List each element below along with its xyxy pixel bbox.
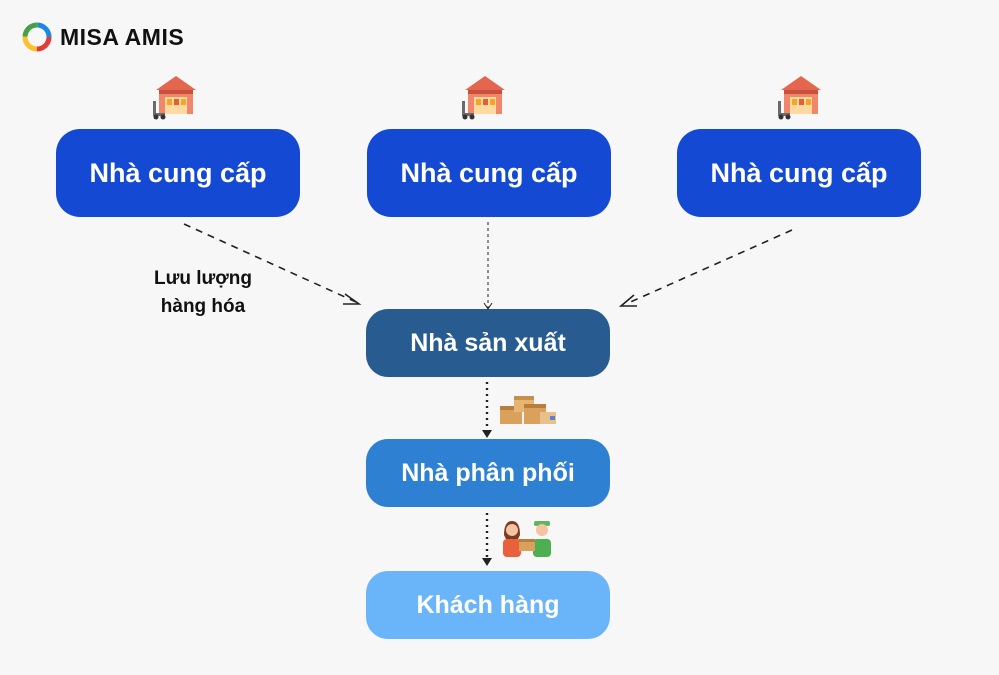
- manufacturer-node: Nhà sản xuất: [366, 309, 610, 377]
- warehouse-icon: [778, 76, 821, 120]
- warehouse-icon: [462, 76, 505, 120]
- arrow-right-supplier: [625, 229, 793, 305]
- supplier-node-2: Nhà cung cấp: [367, 129, 611, 217]
- goods-flow-label: Lưu lượng hàng hóa: [138, 265, 268, 321]
- misa-logo-icon: [22, 22, 52, 52]
- brand-logo: MISA AMIS: [22, 20, 184, 54]
- customer-node: Khách hàng: [366, 571, 610, 639]
- goods-flow-label-line2: hàng hóa: [160, 296, 246, 317]
- warehouse-icon: [153, 76, 196, 120]
- supplier-node-1: Nhà cung cấp: [56, 129, 300, 217]
- distributor-node: Nhà phân phối: [366, 439, 610, 507]
- arrow-left-supplier: [183, 223, 357, 303]
- handover-icon: [503, 521, 551, 557]
- goods-flow-label-line1: Lưu lượng: [153, 268, 252, 289]
- arrowhead-customer: [482, 558, 492, 566]
- brand-name: MISA AMIS: [60, 23, 185, 50]
- supplier-node-3: Nhà cung cấp: [677, 129, 921, 217]
- boxes-icon: [500, 396, 556, 424]
- arrowhead-left: [343, 293, 362, 305]
- arrowhead-distributor: [482, 430, 492, 438]
- arrowhead-right: [618, 294, 637, 307]
